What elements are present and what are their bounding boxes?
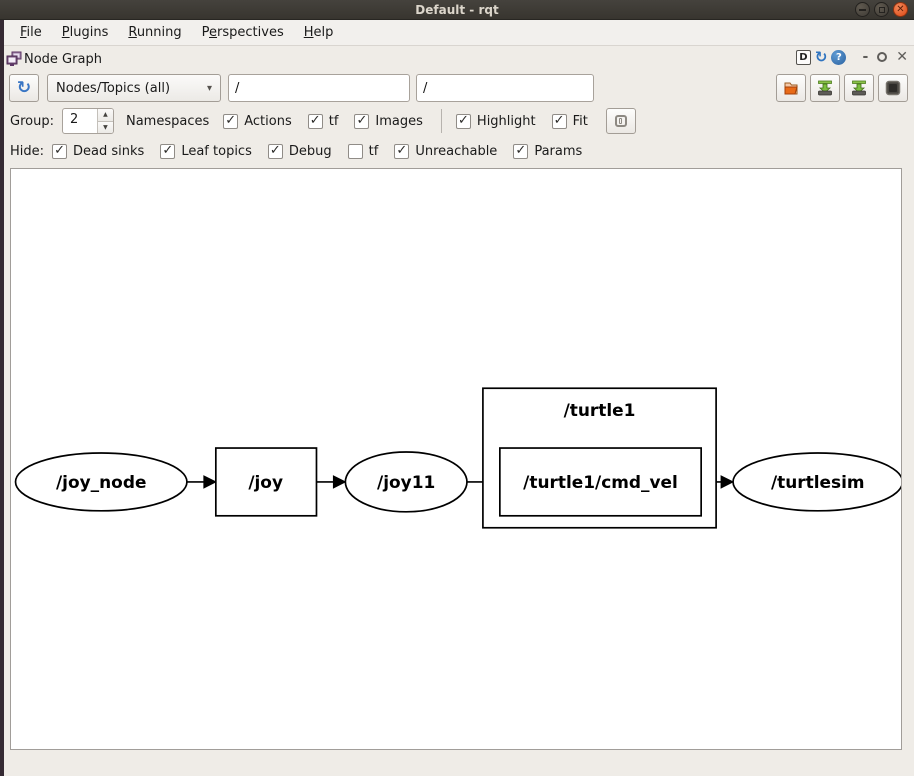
checkbox-highlight[interactable]: ✓ bbox=[455, 112, 471, 129]
dock-d-button[interactable]: D bbox=[795, 49, 811, 65]
hide-options-row: Hide: ✓ Dead sinks ✓ Leaf topics ✓ Debug… bbox=[4, 137, 914, 165]
dock-float-button[interactable] bbox=[877, 52, 888, 62]
checkmark-icon: ✓ bbox=[269, 142, 281, 158]
title-bar: Default - rqt ✕ bbox=[0, 0, 914, 20]
checkbox-hide-unreachable[interactable]: ✓ bbox=[394, 142, 410, 159]
menu-perspectives[interactable]: Perspectives bbox=[201, 25, 284, 40]
save-dot-button[interactable] bbox=[810, 74, 840, 102]
graph-canvas[interactable]: /turtle1 /joy_node /joy /joy11 /turtle1/… bbox=[10, 168, 904, 750]
open-file-icon bbox=[784, 82, 798, 95]
dock-close-button[interactable]: ✕ bbox=[896, 49, 908, 65]
group-label: Group: bbox=[10, 113, 54, 129]
checkmark-icon: ✓ bbox=[396, 142, 408, 158]
checkbox-group-images-label: Images bbox=[375, 113, 423, 129]
menu-help[interactable]: Help bbox=[303, 25, 334, 40]
image-icon bbox=[885, 80, 901, 96]
graph-toolbar: ↻ Nodes/Topics (all) ▾ bbox=[4, 74, 914, 104]
namespaces-label: Namespaces bbox=[125, 113, 210, 129]
dock-help-button[interactable]: ? bbox=[831, 49, 847, 65]
checkbox-hide-dead-sinks[interactable]: ✓ bbox=[52, 142, 68, 159]
graph-node-label: /turtle1/cmd_vel bbox=[523, 472, 678, 492]
menu-file[interactable]: File bbox=[20, 25, 42, 40]
fit-in-view-button[interactable] bbox=[605, 108, 636, 134]
checkbox-fit-label: Fit bbox=[572, 113, 588, 129]
checkmark-icon: ✓ bbox=[162, 142, 174, 158]
checkbox-hide-debug[interactable]: ✓ bbox=[267, 142, 283, 159]
window-maximize-button[interactable] bbox=[874, 2, 889, 17]
save-image-button[interactable] bbox=[878, 74, 908, 102]
checkbox-group-tf-label: tf bbox=[328, 113, 339, 129]
checkbox-group-actions-label: Actions bbox=[244, 113, 292, 129]
chevron-down-icon: ▾ bbox=[206, 82, 212, 94]
checkbox-hide-tf[interactable]: ✓ bbox=[347, 143, 363, 159]
spinner-down-button[interactable]: ▼ bbox=[97, 121, 113, 133]
graph-topic-turtle1-cmd-vel[interactable]: /turtle1/cmd_vel bbox=[499, 447, 703, 517]
checkbox-highlight-label: Highlight bbox=[476, 113, 536, 129]
window-left-border bbox=[0, 20, 4, 776]
dock-reload-icon[interactable]: ↻ bbox=[814, 47, 828, 66]
topic-filter-input[interactable] bbox=[416, 74, 594, 102]
minimize-icon bbox=[859, 8, 866, 11]
window-title: Default - rqt bbox=[415, 2, 499, 17]
group-depth-value: 2 bbox=[69, 112, 79, 127]
graph-node-turtlesim[interactable]: /turtlesim bbox=[732, 452, 904, 512]
save-download-icon bbox=[818, 80, 832, 96]
toolbar-separator bbox=[440, 109, 442, 133]
node-graph: /turtle1 /joy_node /joy /joy11 /turtle1/… bbox=[14, 387, 904, 529]
load-dot-button[interactable] bbox=[776, 74, 806, 102]
refresh-icon: ↻ bbox=[16, 77, 32, 98]
checkbox-hide-params-label: Params bbox=[534, 143, 583, 159]
edge-joy-to-joy11 bbox=[316, 475, 347, 489]
checkbox-hide-unreachable-label: Unreachable bbox=[415, 143, 498, 159]
graph-type-value: Nodes/Topics (all) bbox=[56, 80, 171, 96]
checkmark-icon: ✓ bbox=[309, 112, 321, 128]
graph-type-combobox[interactable]: Nodes/Topics (all) ▾ bbox=[47, 74, 221, 102]
graph-node-label: /joy11 bbox=[377, 472, 435, 492]
checkmark-icon: ✓ bbox=[356, 112, 368, 128]
graph-node-label: /joy_node bbox=[56, 472, 146, 492]
graph-node-joy11[interactable]: /joy11 bbox=[344, 451, 468, 513]
graph-node-label: /turtlesim bbox=[771, 472, 865, 492]
group-options-row: Group: 2 ▲ ▼ Namespaces ✓ Actions ✓ tf ✓… bbox=[4, 106, 914, 136]
menu-running[interactable]: Running bbox=[128, 25, 182, 40]
dock-header: Node Graph D ↻ ? - ✕ bbox=[4, 47, 914, 71]
checkbox-group-actions[interactable]: ✓ bbox=[223, 112, 239, 129]
checkbox-hide-dead-sinks-label: Dead sinks bbox=[73, 143, 145, 159]
checkmark-icon: ✓ bbox=[553, 112, 565, 128]
group-depth-spinner[interactable]: 2 ▲ ▼ bbox=[61, 108, 114, 134]
fit-in-view-icon bbox=[614, 115, 627, 127]
save-svg-button[interactable] bbox=[844, 74, 874, 102]
checkbox-hide-leaf-topics[interactable]: ✓ bbox=[160, 142, 176, 159]
window-minimize-button[interactable] bbox=[855, 2, 870, 17]
checkmark-icon: ✓ bbox=[515, 142, 527, 158]
spinner-up-button[interactable]: ▲ bbox=[97, 109, 113, 122]
checkbox-hide-params[interactable]: ✓ bbox=[513, 142, 529, 159]
checkbox-hide-leaf-topics-label: Leaf topics bbox=[181, 143, 252, 159]
checkbox-group-images[interactable]: ✓ bbox=[354, 112, 370, 129]
menu-bar: File Plugins Running Perspectives Help bbox=[4, 20, 914, 46]
menu-plugins[interactable]: Plugins bbox=[61, 25, 109, 40]
checkbox-hide-debug-label: Debug bbox=[288, 143, 332, 159]
checkbox-hide-tf-label: tf bbox=[368, 143, 379, 159]
refresh-graph-button[interactable]: ↻ bbox=[9, 74, 39, 102]
dock-minimize-button[interactable]: - bbox=[862, 49, 869, 65]
maximize-icon bbox=[878, 6, 885, 13]
close-icon: ✕ bbox=[896, 3, 905, 15]
checkmark-icon: ✓ bbox=[225, 112, 237, 128]
window-close-button[interactable]: ✕ bbox=[893, 2, 908, 17]
namespace-label: /turtle1 bbox=[564, 400, 636, 420]
checkmark-icon: ✓ bbox=[457, 112, 469, 128]
graph-topic-joy[interactable]: /joy bbox=[214, 447, 318, 517]
dock-title: Node Graph bbox=[24, 51, 102, 67]
graph-node-joy-node[interactable]: /joy_node bbox=[14, 452, 188, 512]
hide-label: Hide: bbox=[10, 143, 45, 159]
edge-joy-node-to-joy bbox=[186, 475, 217, 489]
node-filter-input[interactable] bbox=[228, 74, 410, 102]
graph-node-label: /joy bbox=[248, 472, 283, 492]
checkbox-group-tf[interactable]: ✓ bbox=[307, 112, 323, 129]
node-graph-plugin-icon bbox=[6, 51, 22, 66]
checkbox-fit[interactable]: ✓ bbox=[551, 112, 567, 129]
save-download-icon bbox=[852, 80, 866, 96]
checkmark-icon: ✓ bbox=[54, 142, 65, 158]
